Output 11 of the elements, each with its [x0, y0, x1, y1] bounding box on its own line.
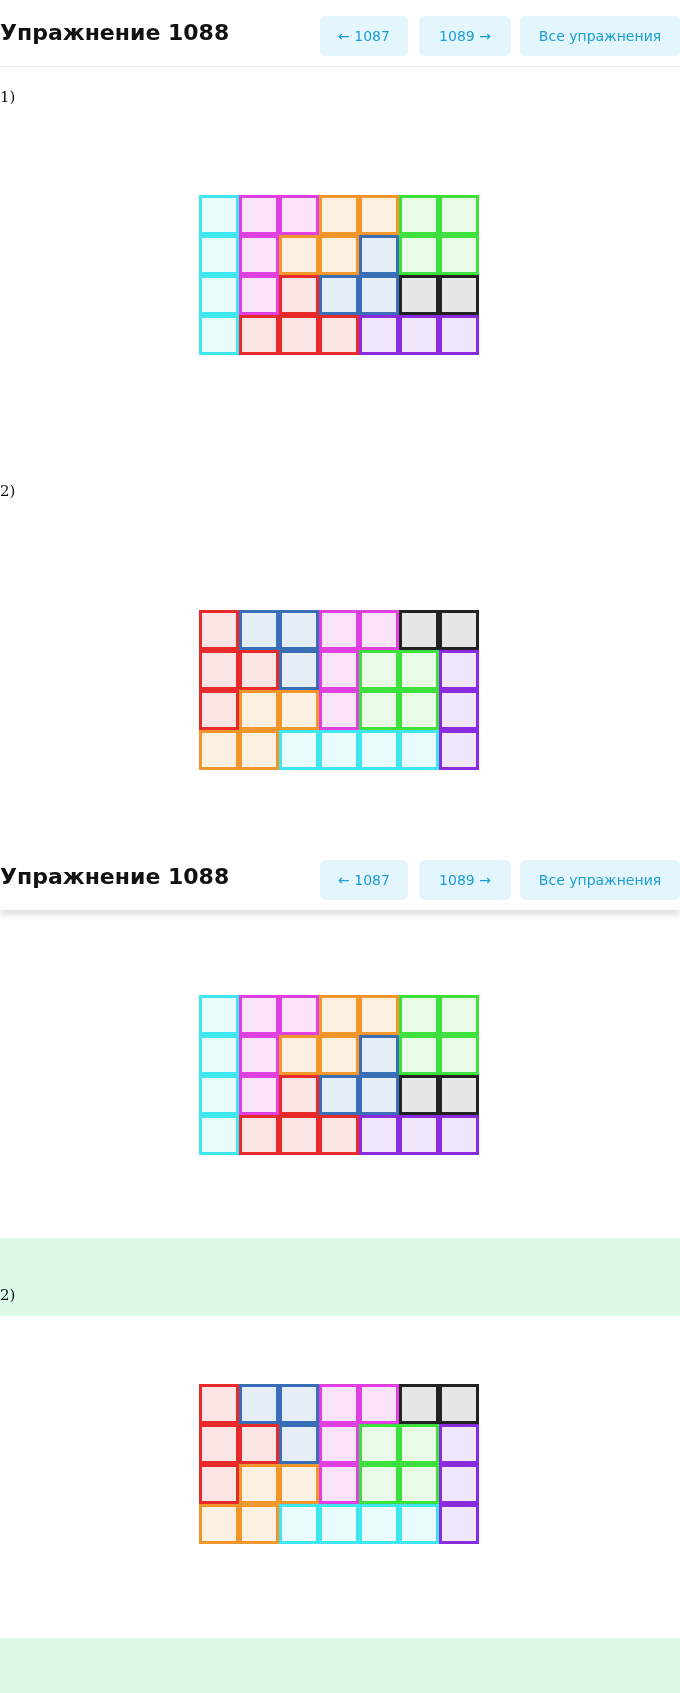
prev-button: ← 1087: [320, 16, 408, 56]
all-exercises-button: Все упражнения: [520, 860, 680, 900]
next-button: 1089 →: [419, 860, 511, 900]
exercise-number: 2): [0, 1286, 16, 1304]
all-exercises-button: Все упражнения: [520, 16, 680, 56]
exercise-number: 2): [0, 482, 16, 500]
exercise-number: 1): [0, 88, 16, 106]
page-title: Упражнение 1088: [0, 864, 230, 889]
page-title: Упражнение 1088: [0, 20, 230, 45]
next-button: 1089 →: [419, 16, 511, 56]
prev-button: ← 1087: [320, 860, 408, 900]
